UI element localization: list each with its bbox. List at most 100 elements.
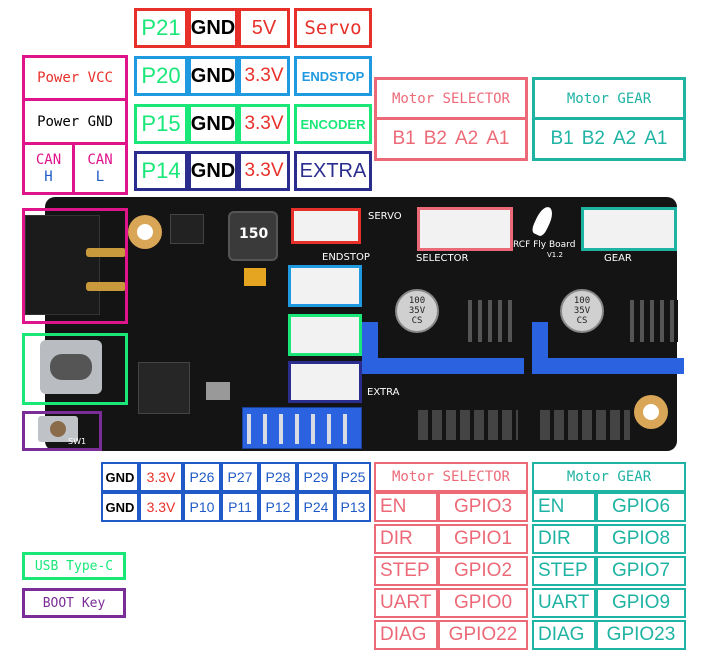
inductor-label: 150 [239, 226, 269, 242]
gpio-cell: P11 [221, 492, 259, 522]
usb-c-opening [50, 354, 92, 380]
extra-label: EXTRA [367, 387, 400, 398]
gpio-cell-gnd: GND [101, 462, 139, 492]
version-label: V1.2 [547, 251, 563, 259]
gear-connector [581, 207, 677, 251]
capacitor-value: 100 [573, 296, 591, 306]
can-l-label: CAN L [75, 145, 125, 192]
motor-gear-pins: B1 B2 A2 A1 [535, 120, 683, 158]
gear-jumper-header [532, 358, 684, 374]
pin-label-p14: P14 [134, 151, 188, 191]
gpio-cell: P24 [297, 492, 335, 522]
yellow-capacitor [244, 268, 266, 286]
pin-label-p15: P15 [134, 104, 188, 144]
pin-name-step: STEP [532, 556, 596, 586]
gnd-label: GND [188, 104, 238, 144]
motor-selector-table-title: Motor SELECTOR [374, 462, 528, 492]
servo-connector [291, 208, 361, 244]
gpio-cell: P25 [335, 462, 371, 492]
function-label-extra: EXTRA [294, 151, 372, 191]
pin-name-uart: UART [374, 588, 438, 618]
voltage-label: 3.3V [238, 56, 290, 96]
pin-a2: A2 [455, 128, 479, 149]
connector-pin [86, 282, 126, 291]
capacitor-voltage: 35V [573, 306, 591, 316]
power-vcc-label: Power VCC [25, 58, 125, 101]
gpio-cell: P12 [259, 492, 297, 522]
encoder-connector [288, 314, 362, 356]
function-label-endstop: ENDSTOP [294, 56, 372, 96]
capacitor-voltage: 35V [408, 306, 426, 316]
pin-a1: A1 [644, 128, 668, 149]
gpio-value: GPIO1 [438, 524, 528, 554]
pin-a1: A1 [486, 128, 510, 149]
voltage-label: 3.3V [238, 104, 290, 144]
pin-name-en: EN [374, 492, 438, 522]
gpio-value: GPIO2 [438, 556, 528, 586]
gpio-cell: P10 [183, 492, 221, 522]
pin-a2: A2 [613, 128, 637, 149]
boot-button [38, 416, 78, 442]
gpio-cell-3v3: 3.3V [139, 492, 183, 522]
mcu-chip [138, 362, 190, 414]
gpio-value: GPIO0 [438, 588, 528, 618]
gpio-cell-gnd: GND [101, 492, 139, 522]
gpio-value: GPIO8 [596, 524, 686, 554]
capacitor-mark: CS [576, 316, 588, 326]
capacitor-mark: CS [411, 316, 423, 326]
selector-jumper-header [362, 322, 378, 358]
legend-usb-type-c: USB Type-C [22, 552, 126, 580]
pin-name-diag: DIAG [374, 620, 438, 650]
pin-name-diag: DIAG [532, 620, 596, 650]
selector-connector [417, 207, 513, 251]
gear-label: GEAR [604, 253, 632, 264]
can-l-top: CAN [87, 151, 113, 168]
gpio-cell: P13 [335, 492, 371, 522]
selector-jumper-header [362, 358, 524, 374]
can-h-top: CAN [35, 151, 62, 168]
gpio-cell: P26 [183, 462, 221, 492]
gear-jumper-header [532, 322, 548, 358]
pin-b1: B1 [550, 128, 574, 149]
sw1-label: SW1 [68, 437, 87, 446]
connector-pin [86, 248, 126, 257]
motor-selector-pins: B1 B2 A2 A1 [377, 120, 525, 158]
gpio-cell-3v3: 3.3V [139, 462, 183, 492]
boot-button-cap [50, 421, 66, 437]
legend-boot-key: BOOT Key [22, 588, 126, 618]
gpio-value: GPIO23 [596, 620, 686, 650]
gpio-value: GPIO6 [596, 492, 686, 522]
mounting-hole-center [643, 404, 659, 420]
endstop-connector [288, 265, 362, 307]
pin-name-uart: UART [532, 588, 596, 618]
function-label-encoder: ENCODER [294, 104, 372, 144]
gpio-cell: P29 [297, 462, 335, 492]
motor-gear-title: Motor GEAR [535, 80, 683, 120]
pin-name-en: EN [532, 492, 596, 522]
pin-name-step: STEP [374, 556, 438, 586]
extra-connector [288, 361, 362, 403]
gnd-label: GND [188, 8, 238, 48]
driver-pins [630, 300, 678, 342]
pin-label-p21: P21 [134, 8, 188, 48]
voltage-label: 3.3V [238, 151, 290, 191]
motor-selector-header: Motor SELECTOR B1 B2 A2 A1 [374, 77, 528, 161]
gpio-cell: P27 [221, 462, 259, 492]
mosfet-array [418, 410, 518, 440]
pin-label-p20: P20 [134, 56, 188, 96]
power-connector [25, 215, 126, 315]
gpio-value: GPIO9 [596, 588, 686, 618]
usb-c-port [40, 340, 102, 394]
ic-chip [206, 382, 230, 400]
can-h-label: CAN H [25, 145, 75, 192]
selector-label: SELECTOR [416, 253, 469, 264]
pin-b2: B2 [423, 128, 447, 149]
gpio-pin-header [242, 407, 362, 449]
capacitor: 100 35V CS [560, 289, 604, 333]
gnd-label: GND [188, 56, 238, 96]
gnd-label: GND [188, 151, 238, 191]
gpio-value: GPIO22 [438, 620, 528, 650]
brand-label: RCF Fly Board [513, 240, 576, 250]
pin-b1: B1 [392, 128, 416, 149]
gpio-value: GPIO3 [438, 492, 528, 522]
